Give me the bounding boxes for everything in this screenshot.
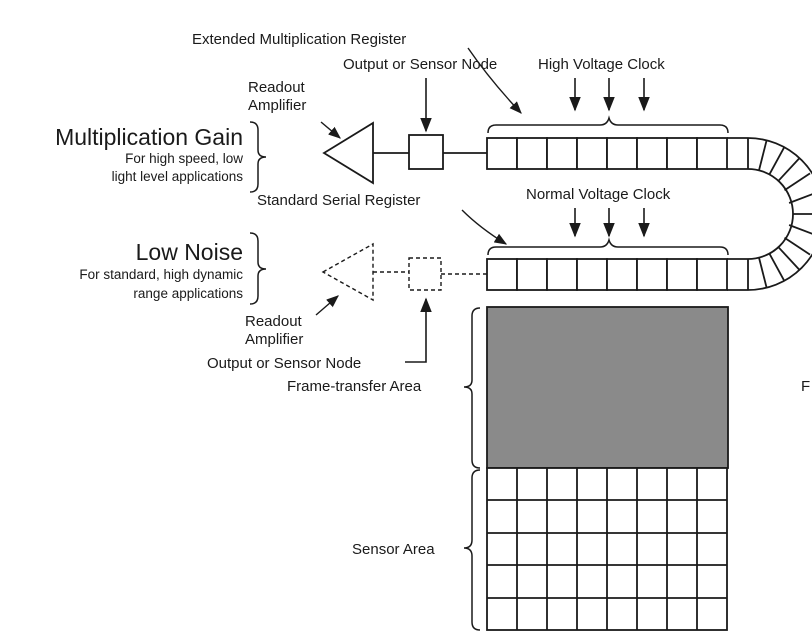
frame-transfer-area — [486, 306, 729, 469]
multiplication-gain-desc-1: For high speed, low — [125, 151, 243, 166]
normal-voltage-clock-label: Normal Voltage Clock — [526, 186, 671, 203]
standard-register-label: Standard Serial Register — [257, 192, 420, 209]
sensor-area-brace — [463, 469, 481, 631]
right-edge-fragment-label: F — [801, 378, 810, 395]
multiplication-gain-desc-2: light level applications — [112, 169, 244, 184]
readout-amplifier-top-icon — [322, 121, 374, 185]
output-node-bottom-label: Output or Sensor Node — [207, 355, 361, 372]
low-noise-title: Low Noise — [136, 239, 243, 265]
frame-transfer-brace — [463, 307, 481, 469]
frame-transfer-area-label: Frame-transfer Area — [287, 378, 422, 395]
low-noise-desc-2: range applications — [133, 286, 243, 301]
multiplication-gain-brace — [249, 121, 267, 193]
multiplication-gain-title: Multiplication Gain — [55, 124, 243, 150]
high-voltage-clock-label: High Voltage Clock — [538, 56, 665, 73]
output-node-top-icon — [408, 134, 444, 170]
low-noise-desc-1: For standard, high dynamic — [79, 267, 243, 282]
standard-serial-register — [486, 258, 728, 291]
readout-amp-bottom-label-2: Amplifier — [245, 331, 303, 348]
sensor-area-grid — [486, 467, 728, 631]
extended-multiplication-register — [486, 137, 728, 170]
extended-register-label: Extended Multiplication Register — [192, 31, 406, 48]
readout-amp-top-label-1: Readout — [248, 79, 306, 96]
readout-amp-top-label-2: Amplifier — [248, 97, 306, 114]
high-voltage-clock-brace — [487, 115, 729, 134]
output-node-top-label: Output or Sensor Node — [343, 56, 497, 73]
low-noise-brace — [249, 232, 267, 305]
readout-amp-bottom-label-1: Readout — [245, 313, 303, 330]
normal-voltage-clock-brace — [487, 237, 729, 256]
output-node-bottom-icon — [408, 257, 442, 291]
register-turnaround — [727, 137, 812, 291]
sensor-area-label: Sensor Area — [352, 541, 435, 558]
readout-amplifier-bottom-icon — [321, 242, 374, 302]
